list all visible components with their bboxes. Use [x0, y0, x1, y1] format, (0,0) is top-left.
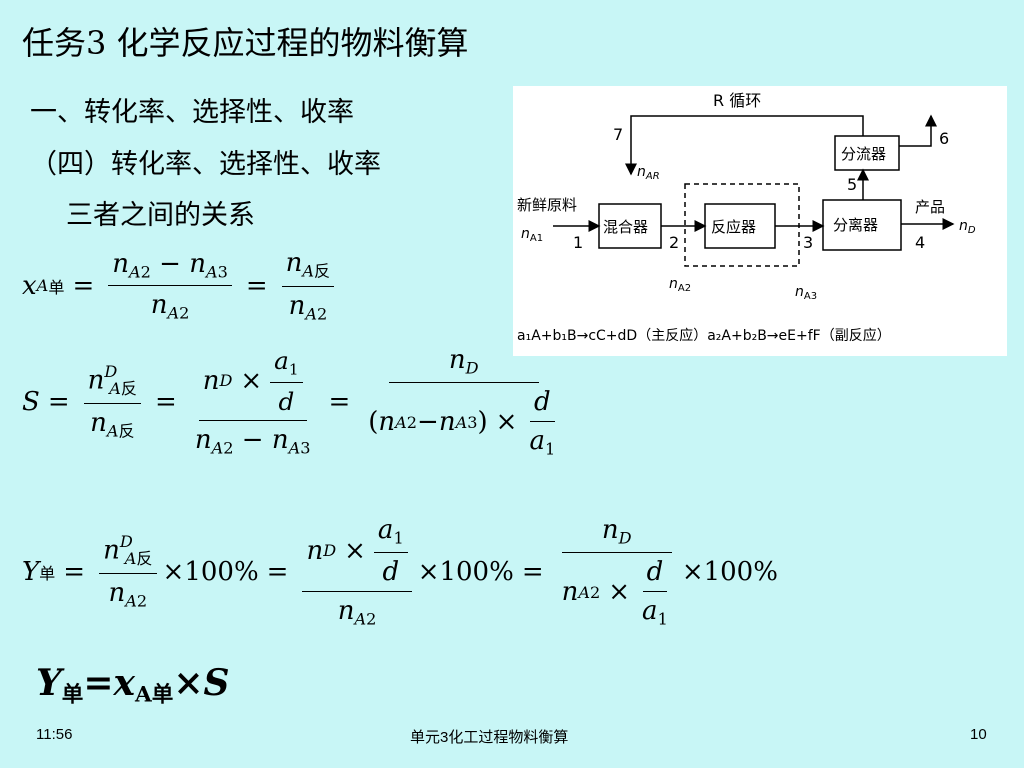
- stream-4-label: 4: [915, 233, 925, 252]
- stream-5-label: 5: [847, 175, 857, 194]
- recycle-line: [625, 115, 864, 176]
- footer-time: 11:56: [36, 726, 73, 743]
- reactor-label: 反应器: [711, 218, 756, 236]
- stream-6-label: 6: [939, 129, 949, 148]
- separator-label: 分离器: [833, 216, 878, 234]
- section-heading: 一、转化率、选择性、收率: [30, 97, 354, 128]
- splitter-box: [834, 135, 900, 171]
- subsection-subheading: 三者之间的关系: [66, 200, 255, 231]
- footer-center: 单元3化工过程物料衡算: [410, 729, 569, 746]
- stream-2-label: 2: [669, 233, 679, 252]
- product-label: 产品: [915, 198, 945, 216]
- stream-1-label: 1: [573, 233, 583, 252]
- recycle-label: R 循环: [713, 91, 761, 110]
- process-flow-diagram: R 循环 7 nAR 分流器 6 混合器 反应器 分离器 5 新鲜原料 nA1 …: [513, 86, 1007, 356]
- flow-svg: R 循环 7 nAR 分流器 6 混合器 反应器 分离器 5 新鲜原料 nA1 …: [517, 91, 976, 344]
- final-relation: Y单=xA单×S: [36, 662, 230, 708]
- nd-label: nD: [959, 218, 976, 236]
- stream-3-label: 3: [803, 233, 813, 252]
- reaction-line: a₁A+b₁B→cC+dD（主反应）a₂A+b₂B→eE+fF（副反应）: [517, 327, 891, 344]
- reactor-enclosure: [684, 183, 800, 267]
- mixer-label: 混合器: [603, 218, 648, 236]
- mixer-box: [598, 203, 662, 249]
- page-title: 任务3 化学反应过程的物料衡算: [22, 24, 469, 62]
- na2-label: nA2: [669, 276, 691, 294]
- na3-label: nA3: [795, 284, 817, 302]
- purge-line: [899, 114, 937, 147]
- nar-label: nAR: [637, 164, 660, 182]
- fresh-feed-label: 新鲜原料: [517, 196, 577, 214]
- na1-label: nA1: [521, 226, 543, 244]
- stream-7-label: 7: [613, 125, 623, 144]
- footer-page-number: 10: [970, 726, 987, 743]
- subsection-heading: （四）转化率、选择性、收率: [30, 149, 381, 180]
- splitter-label: 分流器: [841, 145, 886, 163]
